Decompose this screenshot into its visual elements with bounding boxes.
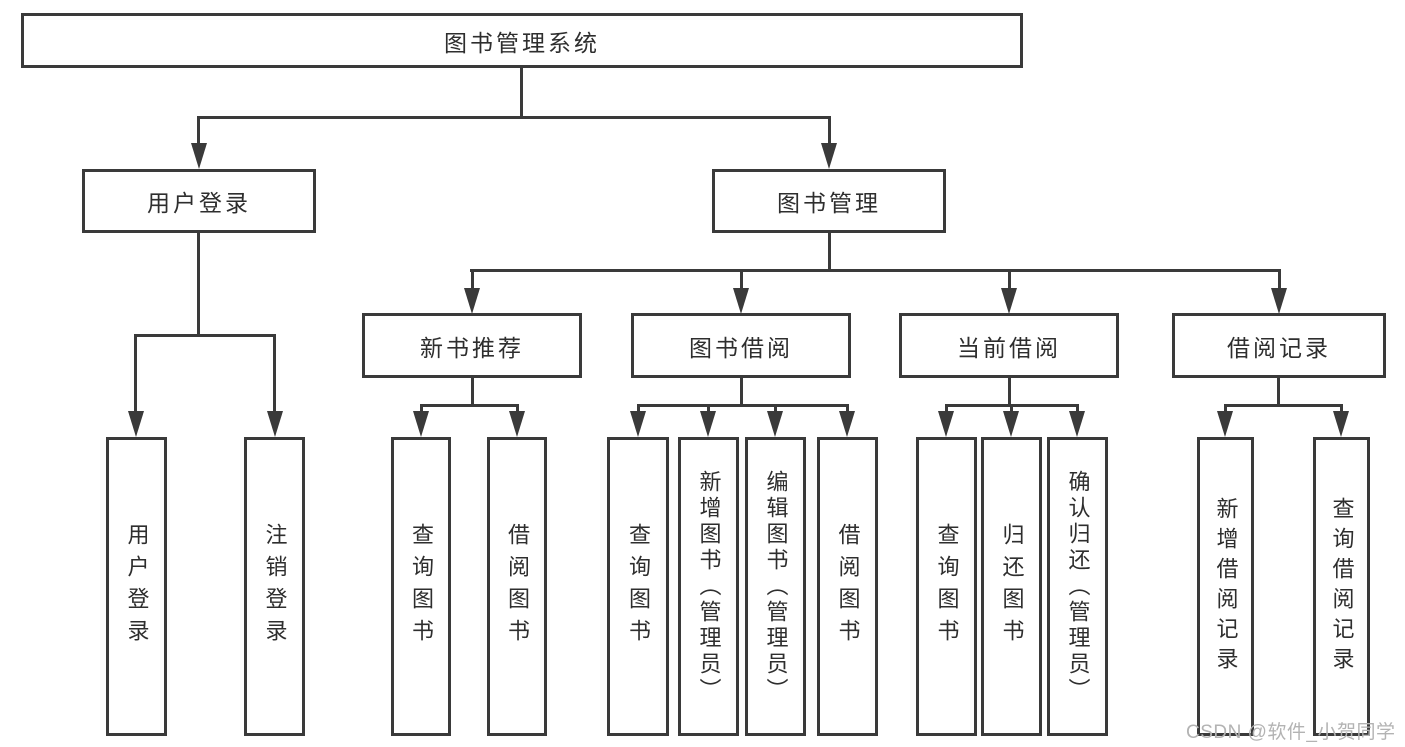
connector-arrowhead bbox=[509, 411, 525, 437]
connector-shaft bbox=[1224, 404, 1227, 414]
connector-stub bbox=[1277, 378, 1280, 407]
connector-rail bbox=[637, 404, 849, 407]
connector-shaft bbox=[134, 334, 137, 413]
node-query-books-recommend: 查询图书 bbox=[391, 437, 451, 736]
connector-shaft bbox=[197, 116, 200, 146]
connector-stub bbox=[828, 233, 831, 272]
connector-shaft bbox=[774, 404, 777, 414]
connector-shaft bbox=[420, 404, 423, 414]
node-book-borrowing: 图书借阅 bbox=[631, 313, 851, 378]
connector-stub bbox=[471, 378, 474, 407]
node-query-books-current: 查询图书 bbox=[916, 437, 977, 736]
connector-arrowhead bbox=[630, 411, 646, 437]
connector-shaft bbox=[1076, 404, 1079, 414]
connector-root-stub bbox=[520, 68, 523, 119]
node-user-login: 用户登录 bbox=[106, 437, 167, 736]
connector-arrowhead bbox=[1333, 411, 1349, 437]
node-user-login-branch: 用户登录 bbox=[82, 169, 316, 233]
connector-shaft bbox=[1340, 404, 1343, 414]
connector-arrowhead bbox=[128, 411, 144, 437]
connector-arrowhead bbox=[1217, 411, 1233, 437]
connector-arrowhead bbox=[767, 411, 783, 437]
node-query-books-borrowing: 查询图书 bbox=[607, 437, 669, 736]
connector-shaft bbox=[637, 404, 640, 414]
node-confirm-return-admin: 确认归还（管理员） bbox=[1047, 437, 1108, 736]
connector-shaft bbox=[1010, 404, 1013, 414]
node-new-book-recommendation: 新书推荐 bbox=[362, 313, 582, 378]
connector-arrowhead bbox=[191, 143, 207, 169]
connector-stub bbox=[740, 378, 743, 407]
connector-arrowhead bbox=[733, 288, 749, 314]
node-logout: 注销登录 bbox=[244, 437, 305, 736]
node-book-management-branch: 图书管理 bbox=[712, 169, 946, 233]
connector-arrowhead bbox=[1003, 411, 1019, 437]
connector-shaft bbox=[471, 269, 474, 291]
node-current-borrowing: 当前借阅 bbox=[899, 313, 1119, 378]
node-borrowing-records: 借阅记录 bbox=[1172, 313, 1386, 378]
node-query-borrow-record: 查询借阅记录 bbox=[1313, 437, 1370, 736]
connector-shaft bbox=[846, 404, 849, 414]
connector-rail bbox=[420, 404, 519, 407]
connector-shaft bbox=[828, 116, 831, 146]
connector-arrowhead bbox=[700, 411, 716, 437]
connector-arrowhead bbox=[1069, 411, 1085, 437]
connector-arrowhead bbox=[267, 411, 283, 437]
connector-shaft bbox=[273, 334, 276, 413]
connector-shaft bbox=[516, 404, 519, 414]
connector-arrowhead bbox=[938, 411, 954, 437]
connector-shaft bbox=[707, 404, 710, 414]
csdn-watermark: CSDN @软件_小贺同学 bbox=[1186, 722, 1396, 743]
connector-arrowhead bbox=[413, 411, 429, 437]
node-add-book-admin: 新增图书（管理员） bbox=[678, 437, 739, 736]
connector-stub bbox=[1008, 378, 1011, 407]
connector-arrowhead bbox=[1271, 288, 1287, 314]
connector-shaft bbox=[945, 404, 948, 414]
connector-rail bbox=[1224, 404, 1343, 407]
connector-level3-rail bbox=[470, 269, 1281, 272]
node-borrow-books-recommend: 借阅图书 bbox=[487, 437, 547, 736]
node-root-library-management-system: 图书管理系统 bbox=[21, 13, 1023, 68]
connector-shaft bbox=[1278, 269, 1281, 291]
connector-arrowhead bbox=[1001, 288, 1017, 314]
node-borrow-books: 借阅图书 bbox=[817, 437, 878, 736]
connector-shaft bbox=[740, 269, 743, 291]
connector-arrowhead bbox=[839, 411, 855, 437]
connector-arrowhead bbox=[821, 143, 837, 169]
node-edit-book-admin: 编辑图书（管理员） bbox=[745, 437, 806, 736]
connector-arrowhead bbox=[464, 288, 480, 314]
connector-shaft bbox=[1008, 269, 1011, 291]
connector-stub bbox=[197, 233, 200, 336]
connector-level2-rail bbox=[198, 116, 831, 119]
node-return-books: 归还图书 bbox=[981, 437, 1042, 736]
node-add-borrow-record: 新增借阅记录 bbox=[1197, 437, 1254, 736]
connector-rail bbox=[135, 334, 276, 337]
